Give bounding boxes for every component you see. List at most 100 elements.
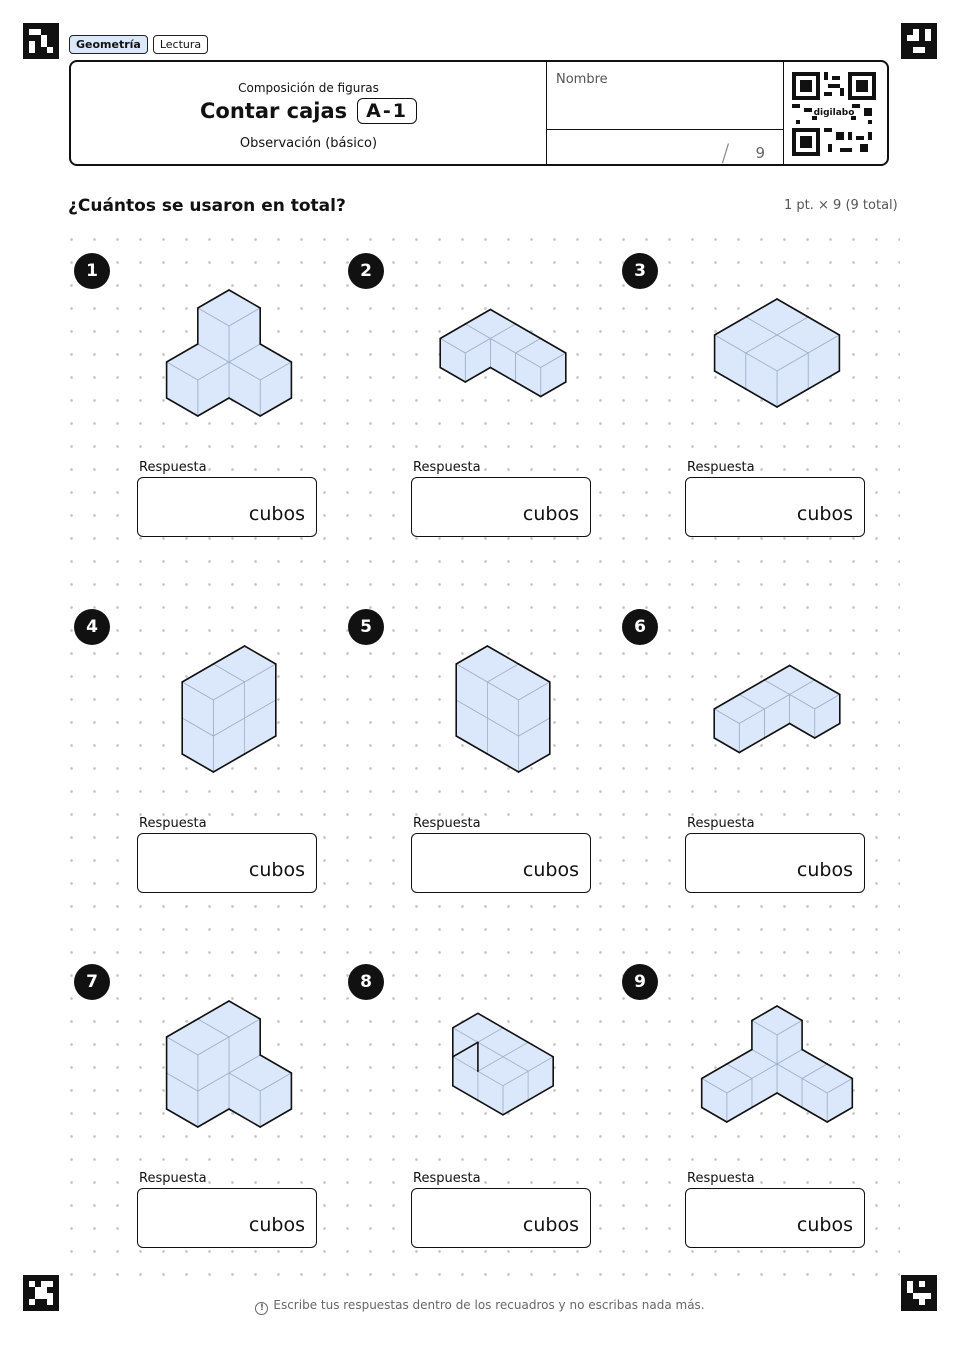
problem-number: 2 <box>348 253 384 289</box>
answer-unit: cubos <box>248 859 305 881</box>
cube-edge <box>813 679 841 696</box>
problem-number: 9 <box>622 964 658 1000</box>
cube-edge <box>228 1000 261 1020</box>
cube-figure <box>662 944 892 1184</box>
cube-edge <box>539 381 567 398</box>
fiducial-marker-icon <box>901 1275 937 1311</box>
problem-8: 8 Respuesta cubos <box>348 964 618 1294</box>
cube-figure-svg <box>181 645 277 773</box>
cube-edge <box>228 289 261 309</box>
cube-edge <box>539 337 567 354</box>
cube-edge <box>197 1000 230 1020</box>
cube-edge <box>165 343 199 363</box>
cube-figure-svg <box>452 1012 554 1116</box>
cube-edge <box>197 397 230 417</box>
fiducial-marker-icon <box>23 1275 59 1311</box>
cube-edge <box>477 1012 504 1029</box>
cube-figure-svg <box>713 664 841 754</box>
cube-edge <box>726 1106 753 1123</box>
answer-box[interactable]: cubos <box>411 1188 591 1248</box>
answer-unit: cubos <box>522 859 579 881</box>
answer-unit: cubos <box>522 1214 579 1236</box>
footer-text: Escribe tus respuestas dentro de los rec… <box>273 1298 705 1312</box>
header-subtitle: Composición de figuras <box>238 81 379 95</box>
problem-2: 2 Respuesta cubos <box>348 253 618 583</box>
response-label: Respuesta <box>412 1171 482 1186</box>
cube-edge <box>776 1005 803 1022</box>
cube-edge <box>788 664 816 681</box>
response-label: Respuesta <box>412 816 482 831</box>
answer-box[interactable]: cubos <box>137 833 317 893</box>
cube-edge <box>259 343 293 363</box>
cube-edge <box>776 1092 803 1109</box>
footer-instructions: !Escribe tus respuestas dentro de los re… <box>0 1298 960 1315</box>
response-label: Respuesta <box>412 460 482 475</box>
score-field[interactable]: / 9 <box>721 139 765 167</box>
cube-figure <box>662 589 892 829</box>
cube-edge <box>527 1041 554 1058</box>
cube-figure-svg <box>700 1005 854 1123</box>
cube-figure <box>388 944 618 1184</box>
cube-figure <box>388 589 618 829</box>
worksheet-code: A-1 <box>357 98 417 124</box>
answer-unit: cubos <box>796 503 853 525</box>
cube-edge <box>700 1063 728 1080</box>
cube-edge <box>788 722 816 739</box>
problem-4: 4 Respuesta cubos <box>74 609 344 939</box>
cube-edge <box>700 1106 728 1123</box>
answer-box[interactable]: cubos <box>411 477 591 537</box>
worksheet-header: Composición de figuras Contar cajas A-1 … <box>69 60 889 167</box>
problem-number: 5 <box>348 609 384 645</box>
cube-edge <box>713 693 741 710</box>
cube-edge <box>713 737 741 754</box>
score-total: 9 <box>755 144 765 162</box>
problem-number: 1 <box>74 253 110 289</box>
cube-edge <box>763 722 791 739</box>
answer-box[interactable]: cubos <box>137 477 317 537</box>
tag-reading[interactable]: Lectura <box>152 35 209 54</box>
cube-edge <box>464 308 492 325</box>
cube-figure <box>114 233 344 473</box>
question-text: ¿Cuántos se usaron en total? <box>68 196 350 216</box>
cube-edge <box>489 308 517 325</box>
cube-edge <box>738 679 766 696</box>
answer-unit: cubos <box>522 503 579 525</box>
cube-edge <box>801 1048 828 1065</box>
cube-edge <box>243 735 277 755</box>
cube-edge <box>502 1099 529 1116</box>
answer-box[interactable]: cubos <box>685 477 865 537</box>
problem-number: 7 <box>74 964 110 1000</box>
cube-edge <box>452 1012 479 1029</box>
answer-box[interactable]: cubos <box>137 1188 317 1248</box>
answer-box[interactable]: cubos <box>685 833 865 893</box>
cube-edge <box>826 1106 854 1123</box>
cube-edge <box>517 663 551 683</box>
answer-box[interactable]: cubos <box>411 833 591 893</box>
cube-edge <box>455 735 489 755</box>
cube-edge <box>807 316 841 336</box>
tag-geometry[interactable]: Geometría <box>69 35 148 54</box>
cube-figure-svg <box>439 308 567 398</box>
cube-edge <box>807 370 841 390</box>
cube-edge <box>197 289 230 309</box>
cube-face <box>487 681 520 737</box>
cube-edge <box>745 388 778 408</box>
header-title-block: Composición de figuras Contar cajas A-1 … <box>71 62 546 164</box>
problem-1: 1 Respuesta cubos <box>74 253 344 583</box>
cube-edge <box>259 1054 293 1074</box>
cube-edge <box>181 663 215 683</box>
cube-edge <box>763 664 791 681</box>
answer-unit: cubos <box>248 503 305 525</box>
header-level: Observación (básico) <box>239 136 378 151</box>
cube-edge <box>751 1092 778 1109</box>
answer-box[interactable]: cubos <box>685 1188 865 1248</box>
page-title: Contar cajas <box>200 99 348 123</box>
fiducial-marker-icon <box>23 23 59 59</box>
cube-edge <box>745 298 778 318</box>
cube-edge <box>713 370 747 390</box>
name-label: Nombre <box>556 72 608 87</box>
cube-edge <box>489 366 517 383</box>
cube-edge <box>738 737 766 754</box>
answer-unit: cubos <box>796 859 853 881</box>
response-label: Respuesta <box>138 816 208 831</box>
